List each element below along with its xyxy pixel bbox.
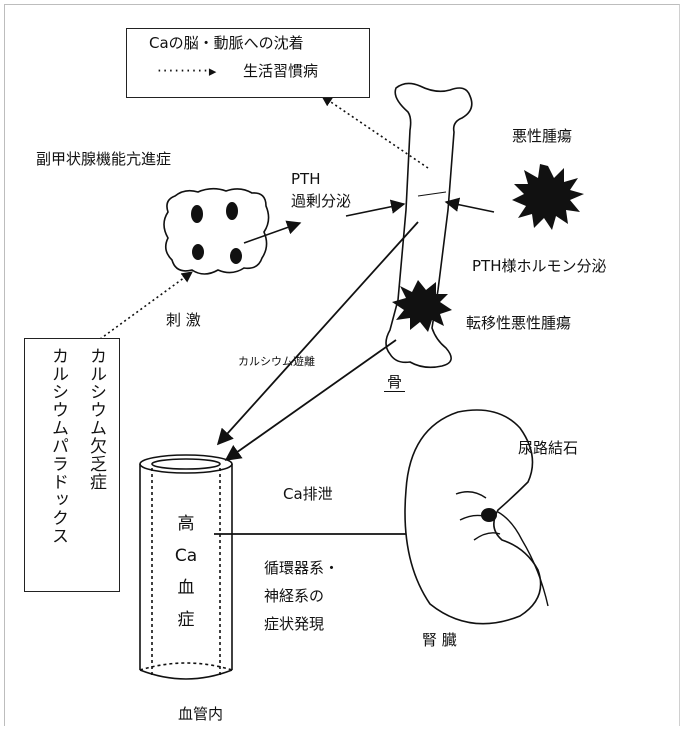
deposition-label: Caの脳・動脈への沈着 [149, 35, 304, 52]
deficiency-box: カルシウム欠乏症 カルシウムパラドックス [24, 338, 120, 592]
top-box: Caの脳・動脈への沈着 ·········▸ 生活習慣病 [126, 28, 370, 98]
kidney-label: 腎 臓 [422, 632, 457, 649]
symptoms-line2: 神経系の [264, 588, 324, 605]
hypercalcemia-label: 高 Ca 血 症 [160, 508, 212, 636]
malignant-tumor-shape [512, 164, 584, 230]
calcium-deficiency-label: カルシウム欠乏症 [84, 347, 109, 491]
parathyroid-title: 副甲状腺機能亢進症 [36, 151, 171, 168]
hypercalcemia-char: 症 [160, 604, 212, 636]
pth-to-bone-arrow [346, 204, 404, 216]
lifestyle-disease-label: 生活習慣病 [243, 63, 318, 80]
parathyroid-gland-shape [164, 189, 269, 274]
hypercalcemia-char: Ca [160, 540, 212, 572]
gland-nodule [226, 202, 238, 220]
hypercalcemia-char: 血 [160, 572, 212, 604]
stimulus-label: 刺 激 [166, 312, 201, 329]
tumor-to-bone-arrow [446, 202, 494, 212]
calcium-release-label: カルシウム遊離 [238, 356, 315, 369]
urinary-stone-label: 尿路結石 [518, 440, 578, 457]
gland-nodule [191, 205, 203, 223]
ca-excretion-label: Ca排泄 [283, 486, 333, 503]
intravascular-label: 血管内 [178, 706, 223, 723]
calcium-paradox-label: カルシウムパラドックス [46, 347, 71, 545]
gland-nodule [192, 244, 204, 260]
hypercalcemia-char: 高 [160, 508, 212, 540]
stimulus-arrow [96, 272, 192, 342]
pth-excess-label: 過剰分泌 [291, 193, 351, 210]
pth-label: PTH [291, 171, 321, 188]
symptoms-line1: 循環器系・ [264, 560, 339, 577]
bone-label: 骨 [384, 374, 405, 392]
metastatic-tumor-label: 転移性悪性腫瘍 [466, 315, 571, 332]
pth-like-hormone-label: PTH様ホルモン分泌 [472, 258, 607, 275]
dotted-arrow-glyph: ·········▸ [157, 63, 217, 80]
kidney-stone-shape [481, 508, 497, 522]
symptoms-line3: 症状発現 [264, 616, 324, 633]
malignant-tumor-label: 悪性腫瘍 [512, 128, 572, 145]
gland-nodule [230, 248, 242, 264]
